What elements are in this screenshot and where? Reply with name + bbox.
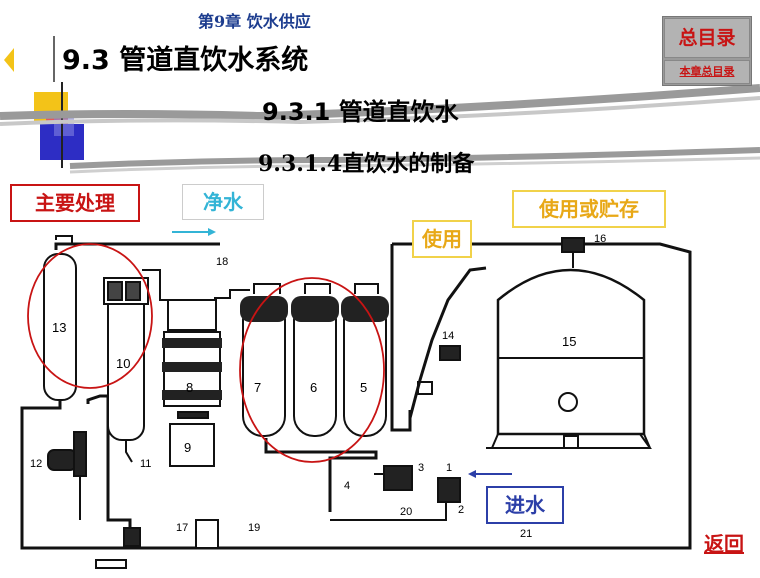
component-number: 16 bbox=[594, 233, 607, 245]
chapter-label: 第9章 饮水供应 bbox=[198, 12, 311, 31]
subsection-title: 9.3.1 管道直饮水 bbox=[262, 98, 459, 126]
page-title: 9.3 管道直饮水系统 bbox=[62, 45, 309, 76]
component-number: 12 bbox=[30, 458, 43, 470]
component-number: 3 bbox=[418, 462, 425, 474]
component-number: 10 bbox=[116, 356, 131, 371]
chapter-toc-link[interactable]: 本章总目录 bbox=[664, 60, 750, 84]
clean-water-tag: 净水 bbox=[182, 184, 264, 220]
main-treatment-tag: 主要处理 bbox=[10, 184, 140, 222]
component-number: 7 bbox=[254, 380, 262, 395]
component-number: 19 bbox=[248, 522, 261, 534]
use-or-store-tag: 使用或贮存 bbox=[512, 190, 666, 228]
component-number: 15 bbox=[562, 334, 577, 349]
water-in-tag: 进水 bbox=[486, 486, 564, 524]
component-number: 18 bbox=[216, 256, 229, 268]
component-number: 8 bbox=[186, 380, 194, 395]
toc-button[interactable]: 总目录 bbox=[664, 18, 750, 58]
component-number: 21 bbox=[520, 528, 533, 540]
component-number: 13 bbox=[52, 320, 67, 335]
component-number: 2 bbox=[458, 504, 465, 516]
component-number: 4 bbox=[344, 480, 351, 492]
use-tag: 使用 bbox=[412, 220, 472, 258]
prev-arrow-icon[interactable] bbox=[4, 48, 14, 72]
component-number: 11 bbox=[140, 458, 152, 470]
component-number: 20 bbox=[400, 506, 413, 518]
component-number: 17 bbox=[176, 522, 189, 534]
section-title: 9.3.1.4直饮水的制备 bbox=[258, 151, 475, 177]
back-link[interactable]: 返回 bbox=[704, 532, 744, 556]
component-number: 9 bbox=[184, 440, 192, 455]
component-number: 14 bbox=[442, 330, 455, 342]
component-number: 5 bbox=[360, 380, 368, 395]
component-number: 6 bbox=[310, 380, 318, 395]
component-number: 1 bbox=[446, 462, 453, 474]
